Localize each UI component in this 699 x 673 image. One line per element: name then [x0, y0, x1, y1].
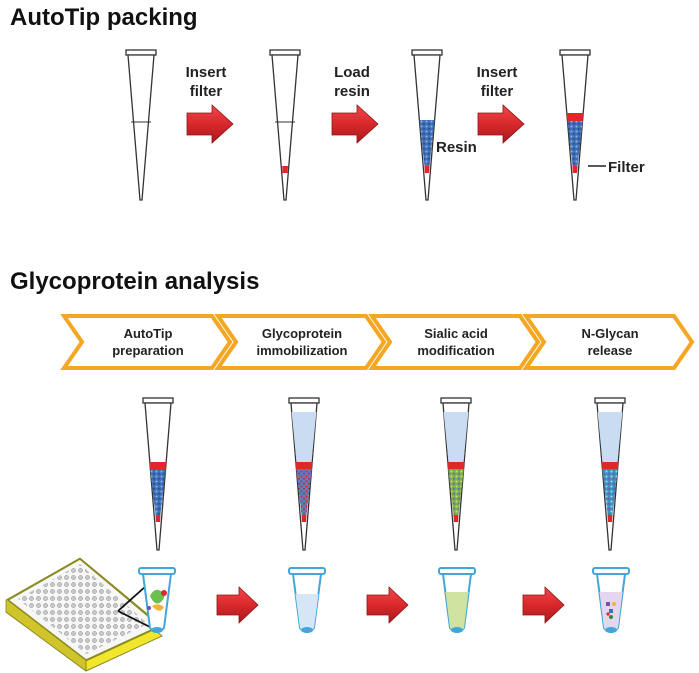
well-plate-96: [5, 557, 163, 672]
packing-arrow-1: [186, 104, 234, 144]
stage-chevron-1: [60, 314, 233, 370]
analysis-title: Glycoprotein analysis: [10, 268, 260, 295]
tube-released-glycans: [592, 567, 630, 633]
autotip-sialic-modified: [440, 397, 472, 551]
stage-label-n-glycan-release: N-Glycan release: [581, 326, 639, 358]
filter-plug: [282, 166, 288, 173]
packing-title: AutoTip packing: [10, 4, 198, 31]
filter-label: Filter: [608, 159, 645, 176]
packing-arrow-3: [477, 104, 525, 144]
step-label-insert-filter-1: Insert filter: [185, 64, 227, 100]
stage-label-autotip-preparation: AutoTip preparation: [112, 326, 184, 358]
tube-arrow-1: [216, 586, 259, 624]
resin-label: Resin: [436, 139, 477, 156]
stage-chevron-2: [214, 314, 387, 370]
autotip-glycan-release: [594, 397, 626, 551]
packing-arrow-2: [331, 104, 379, 144]
tube-arrow-2: [366, 586, 409, 624]
autotip-immobilized: [288, 397, 320, 551]
top-filter-plug: [566, 113, 584, 121]
liquid-phase: [443, 412, 469, 462]
pipette-tip-with-resin: [411, 49, 443, 201]
pipette-tip-packed: [559, 49, 606, 201]
tube-liquid: [288, 567, 326, 633]
step-label-insert-filter-2: Insert filter: [476, 64, 518, 100]
filter-plug: [424, 166, 430, 173]
tube-arrow-3: [522, 586, 565, 624]
liquid-phase: [291, 412, 317, 462]
tube-green-liquid: [438, 567, 476, 633]
resin-bed: [419, 120, 435, 166]
stage-chevron-3: [368, 314, 541, 370]
stage-chevron-4: [522, 314, 695, 370]
step-label-load-resin: Load resin: [334, 64, 370, 100]
resin-bed: [567, 121, 583, 166]
stage-label-sialic-acid-modification: Sialic acid modification: [417, 326, 495, 358]
liquid-phase: [597, 412, 623, 462]
pipette-tip-empty: [125, 49, 157, 201]
pipette-tip-with-filter: [269, 49, 301, 201]
filter-plug: [572, 166, 578, 173]
tube-glycoprotein: [138, 567, 176, 633]
autotip-prepared: [142, 397, 174, 551]
stage-label-glycoprotein-immobilization: Glycoprotein immobilization: [256, 326, 348, 358]
